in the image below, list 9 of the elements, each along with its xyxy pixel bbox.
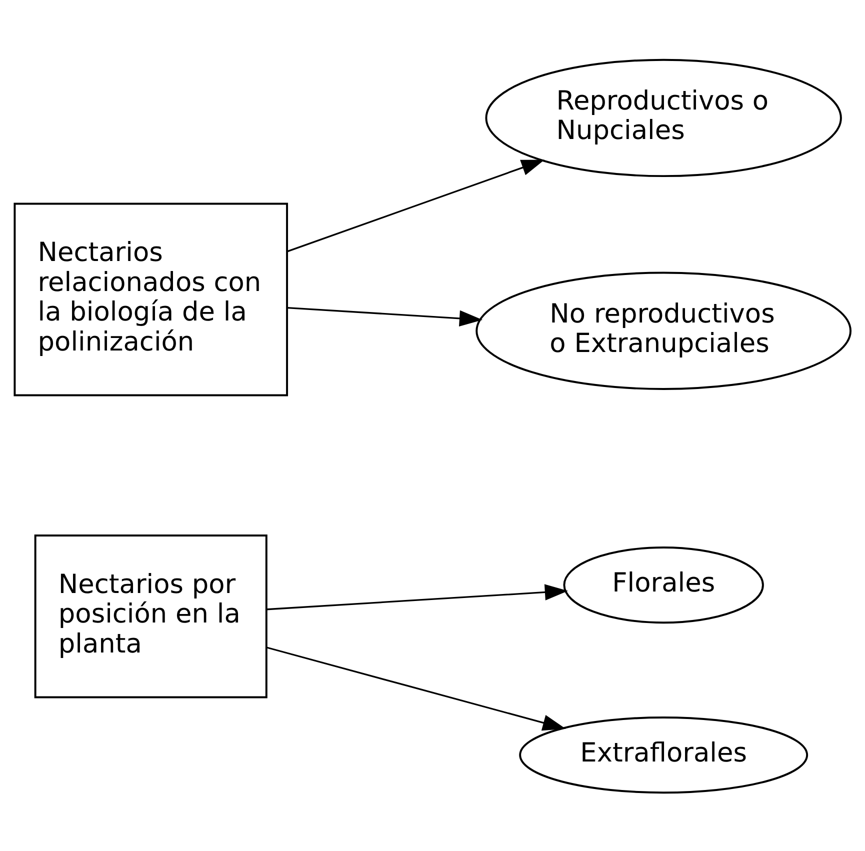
arrow [266, 584, 568, 610]
node-ellipse: No reproductivos o Extranupciales [476, 271, 852, 390]
node-ellipse: Extraflorales [519, 716, 808, 794]
node-box: Nectarios por posición en la planta [34, 534, 268, 698]
arrow [266, 646, 566, 730]
arrow [287, 159, 545, 252]
node-box: Nectarios relacionados con la biología de la polinización [14, 202, 288, 396]
arrow [288, 306, 483, 326]
node-ellipse: Florales [563, 546, 764, 624]
